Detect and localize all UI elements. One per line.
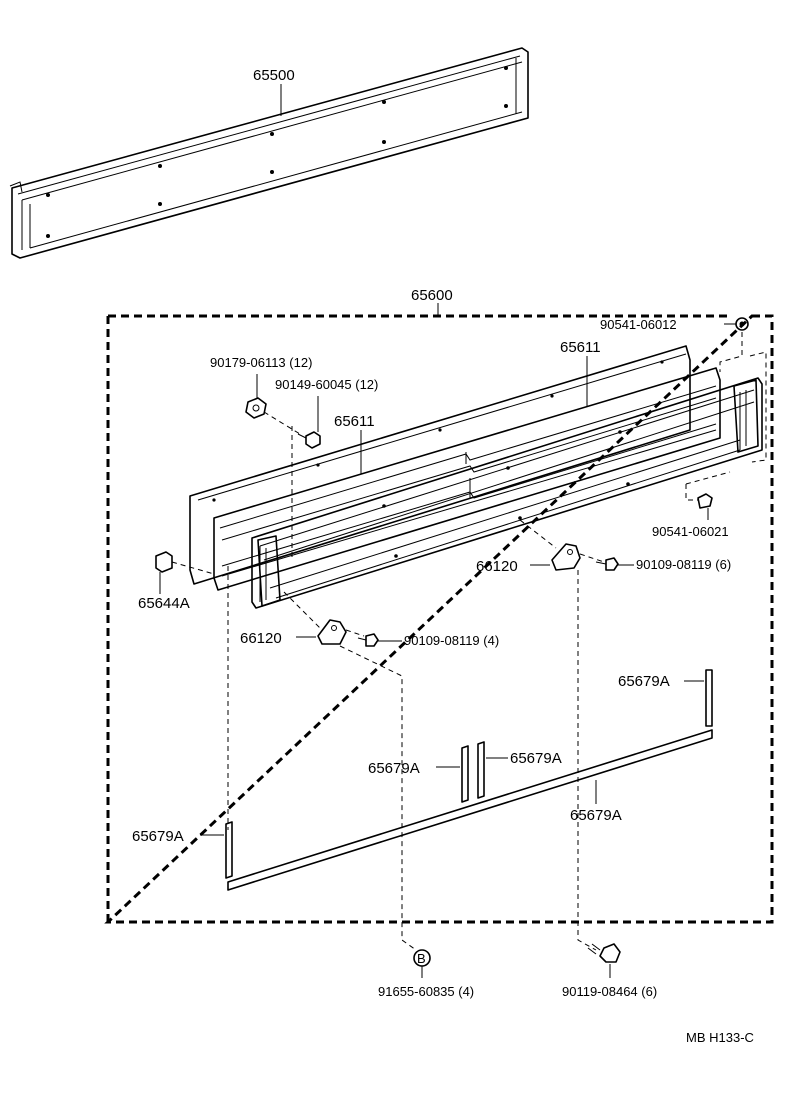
label-66120-right: 66120 (476, 558, 518, 575)
label-66120-left: 66120 (240, 630, 282, 647)
label-65679A-mid-left: 65679A (368, 760, 420, 777)
hinge-66120-right-icon (551, 543, 581, 571)
screw-90119-08464-icon (587, 943, 621, 963)
label-65611-lower: 65611 (334, 413, 375, 430)
label-90119-08464: 90119-08464 (6) (562, 984, 657, 999)
bracket-65644A-icon (155, 551, 173, 573)
bolt-90149-60045-icon (297, 431, 321, 449)
grommet-90541-06021-icon (697, 493, 713, 509)
grommet-90541-06012-icon (735, 317, 749, 331)
label-65679A-right: 65679A (618, 673, 670, 690)
strip-65679A-left (225, 821, 233, 879)
label-90109-08119-6: 90109-08119 (6) (636, 557, 731, 572)
label-90149-60045: 90149-60045 (12) (275, 377, 378, 392)
label-90541-06021: 90541-06021 (652, 524, 729, 539)
label-65679A-bottom: 65679A (570, 807, 622, 824)
label-90541-06012: 90541-06012 (600, 317, 677, 332)
label-65679A-mid-right: 65679A (510, 750, 562, 767)
label-65600: 65600 (411, 287, 453, 304)
label-90109-08119-4: 90109-08119 (4) (404, 633, 499, 648)
strip-65679A-mid-right (477, 741, 485, 799)
rail-65500 (9, 47, 529, 259)
clip-91655-60835-icon: B (413, 949, 431, 967)
label-90179-06113: 90179-06113 (12) (210, 355, 312, 370)
clip-glyph: B (417, 951, 426, 966)
frame-channel (251, 377, 763, 609)
nut-90179-06113-icon (245, 397, 267, 419)
bolt-90109-08119-4-icon (357, 633, 379, 647)
hinge-66120-left-icon (317, 619, 347, 645)
diagram-code: MB H133-C (686, 1030, 754, 1045)
bolt-90109-08119-6-icon (595, 557, 619, 571)
label-65679A-left: 65679A (132, 828, 184, 845)
strip-65679A-mid-left (461, 745, 469, 803)
label-65644A: 65644A (138, 595, 190, 612)
label-65500: 65500 (253, 67, 295, 84)
strip-65679A-bottom (227, 729, 713, 891)
panel-65611-upper (189, 345, 691, 585)
strip-65679A-right (705, 669, 713, 727)
assembly-boundary-box (104, 314, 774, 924)
label-91655-60835: 91655-60835 (4) (378, 984, 474, 999)
label-65611-upper: 65611 (560, 339, 601, 356)
